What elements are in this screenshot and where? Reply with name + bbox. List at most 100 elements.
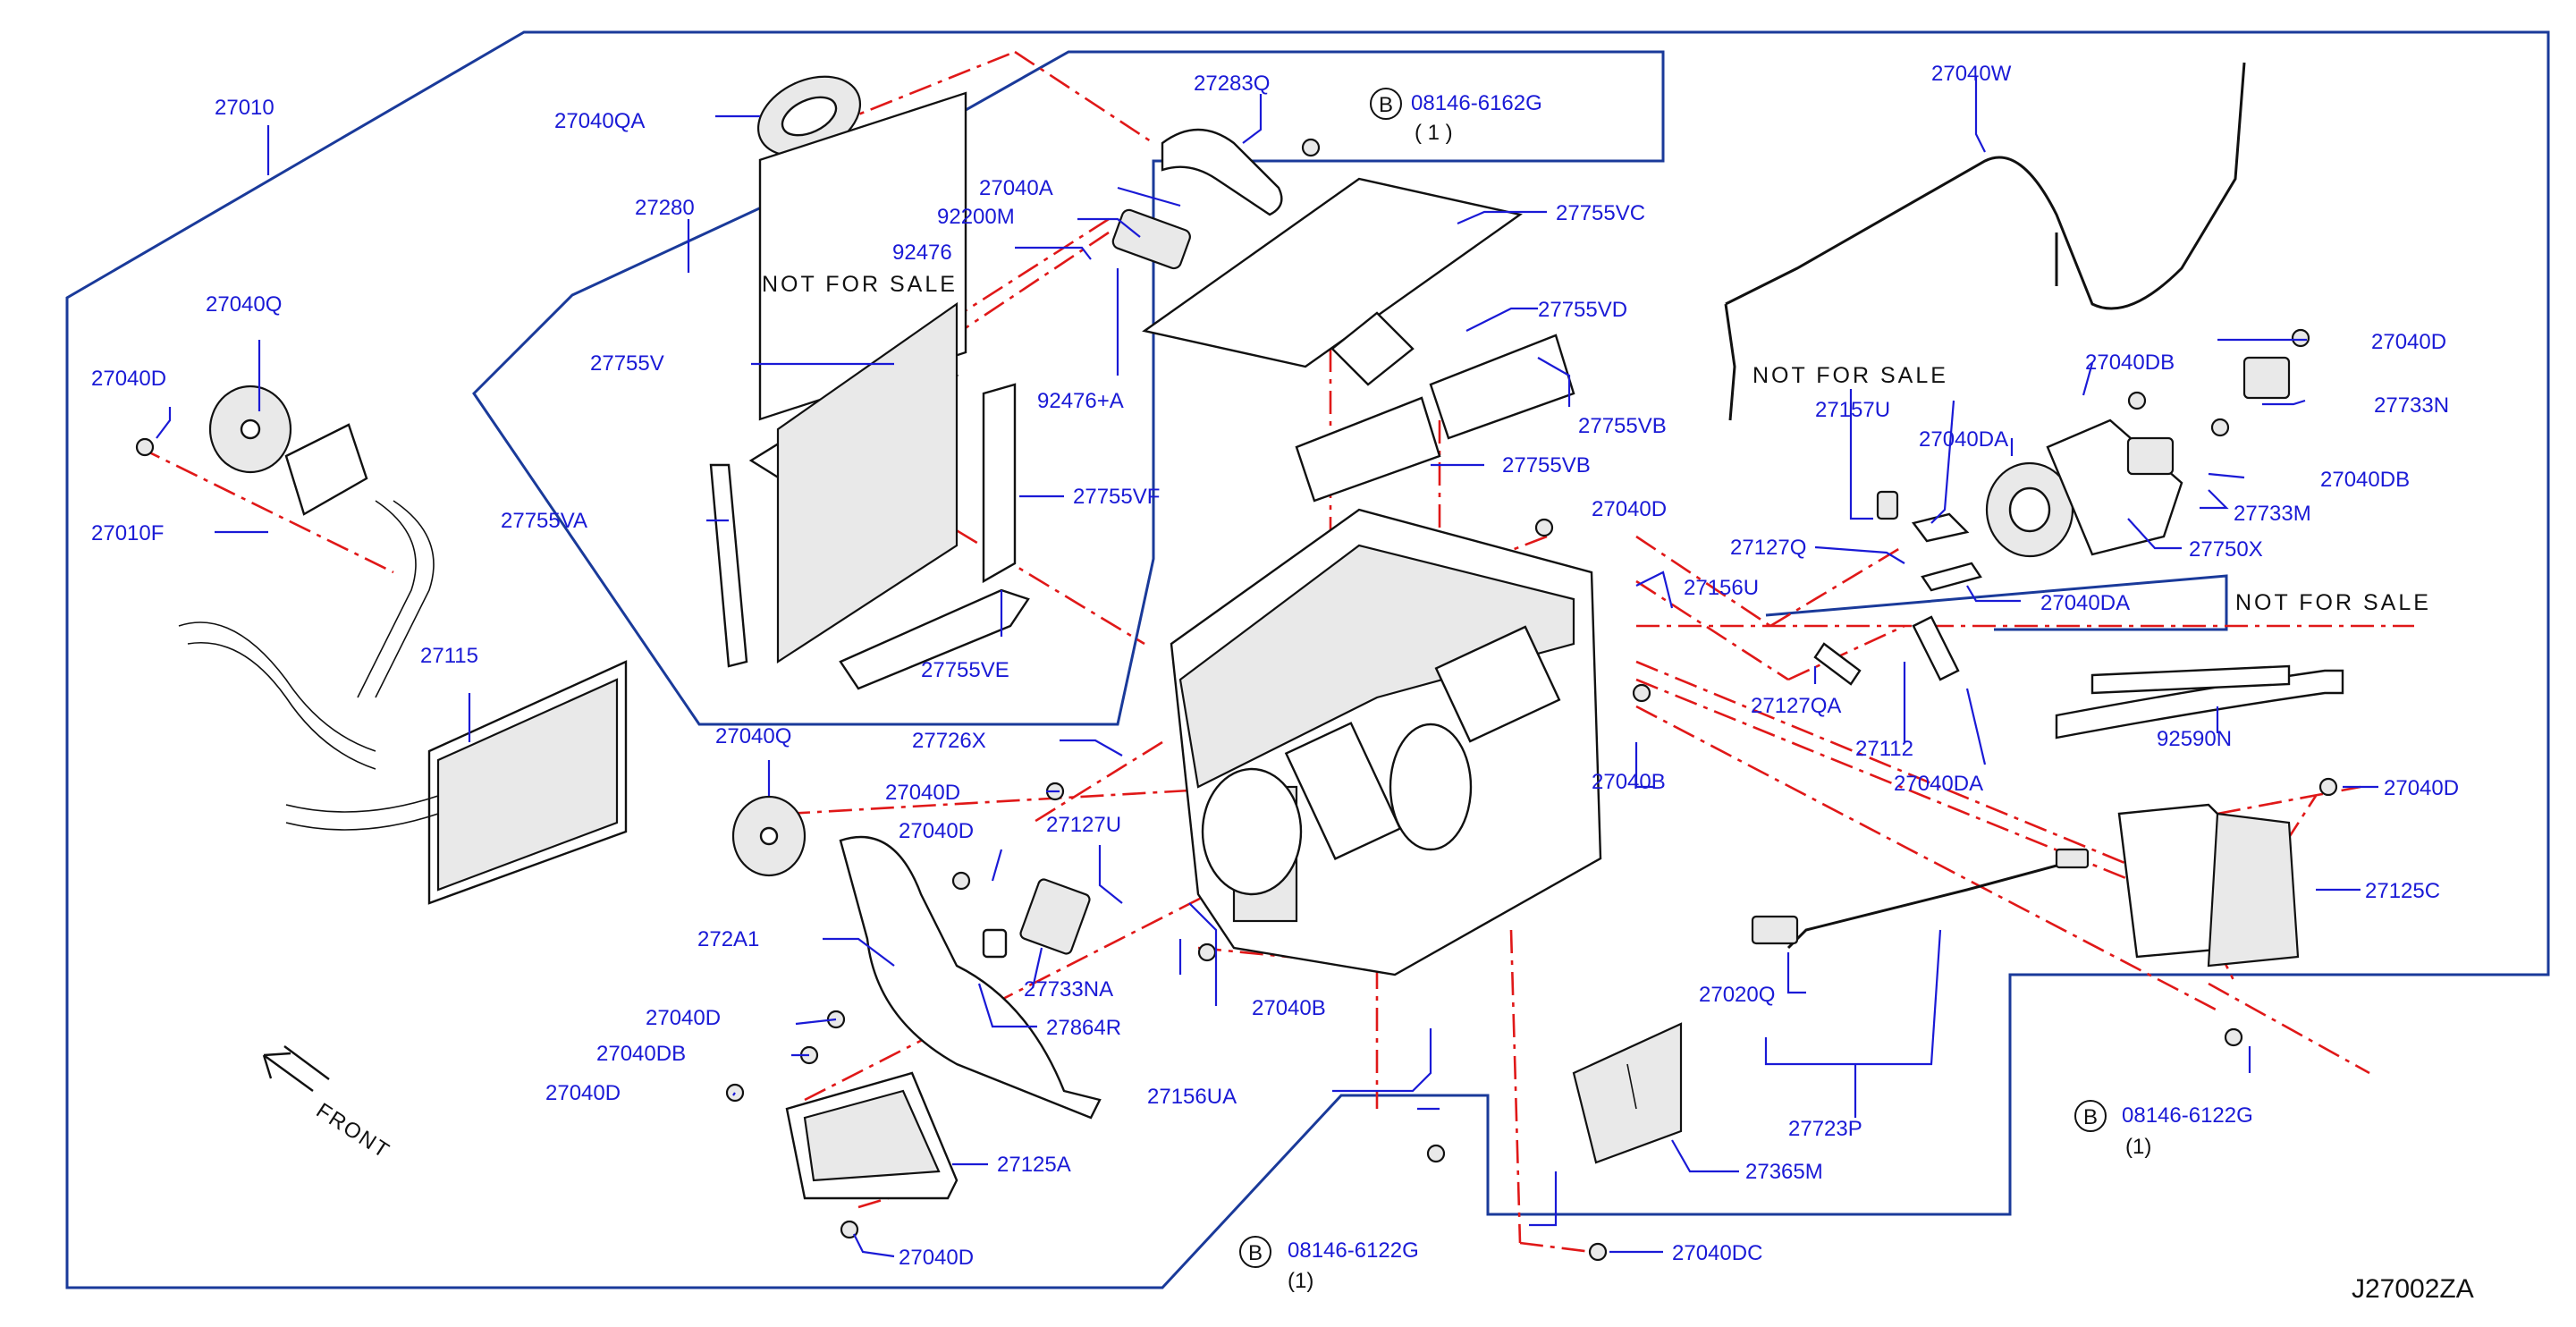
label-27020Q: 27020Q: [1699, 983, 1775, 1007]
label-27040DC: 27040DC: [1672, 1241, 1762, 1265]
evaporator-core-part: [709, 91, 1030, 690]
label-27040D-r1: 27040D: [2371, 330, 2446, 354]
front-direction-arrow: [262, 1045, 330, 1092]
label-bolt-08146-6122G-left: 08146-6122G: [1288, 1238, 1419, 1263]
label-27755VB-2: 27755VB: [1502, 453, 1591, 478]
label-92590N: 92590N: [2157, 727, 2232, 751]
hose-92590N-part: [2055, 664, 2344, 740]
part-labels: 27010 27040QA 27283Q B 08146-6162G ( 1 )…: [91, 62, 2474, 1304]
label-27864R: 27864R: [1046, 1016, 1121, 1040]
motor-27750X-part: [1985, 356, 2291, 558]
label-27755VF: 27755VF: [1073, 485, 1160, 509]
label-27040Q-mid: 27040Q: [715, 724, 791, 748]
label-27040A: 27040A: [979, 176, 1053, 200]
label-27040D-a: 27040D: [885, 781, 960, 805]
bolt-marker-b-1-letter: B: [1379, 93, 1393, 117]
label-27040D-e: 27040D: [899, 1246, 974, 1270]
label-27726X: 27726X: [912, 729, 986, 753]
grommet-27040Q-top-part: [208, 385, 368, 516]
label-27755VC: 27755VC: [1556, 201, 1645, 225]
sensor-harness-27020Q-part: [1751, 848, 2090, 950]
aspirator-27125A-part: [785, 1071, 959, 1200]
label-27040QA: 27040QA: [554, 109, 645, 133]
expansion-valve-part: [1111, 128, 1283, 270]
not-for-sale-mid: NOT FOR SALE: [1753, 363, 1948, 388]
label-27755VA: 27755VA: [501, 509, 587, 533]
not-for-sale-left: NOT FOR SALE: [762, 272, 958, 297]
label-27040D-r2: 27040D: [2384, 776, 2459, 800]
label-272A1: 272A1: [697, 927, 759, 951]
actuator-27733NA-part: [982, 878, 1091, 959]
label-27156U: 27156U: [1684, 576, 1759, 600]
label-27040D-d: 27040D: [545, 1081, 621, 1105]
screws-part: [135, 138, 2338, 1262]
label-27755VD: 27755VD: [1538, 298, 1627, 322]
air-filters-part: [1142, 177, 1575, 503]
label-27156UA: 27156UA: [1147, 1085, 1237, 1109]
label-27733M: 27733M: [2234, 502, 2311, 526]
label-27010: 27010: [215, 96, 274, 120]
not-for-sale-right: NOT FOR SALE: [2235, 590, 2431, 615]
label-27040DB-left: 27040DB: [596, 1042, 686, 1066]
label-27157U: 27157U: [1815, 398, 1890, 422]
label-27125A: 27125A: [997, 1153, 1071, 1177]
label-27750X: 27750X: [2189, 537, 2263, 562]
leader-lines: [156, 76, 2378, 1258]
label-27127QA: 27127QA: [1751, 694, 1841, 718]
aspirator-27125C-part: [2117, 803, 2300, 968]
label-27040B-mid: 27040B: [1592, 770, 1666, 794]
label-27125C: 27125C: [2365, 879, 2440, 903]
bolt-marker-b-2: [1239, 1236, 1271, 1268]
label-27283Q: 27283Q: [1194, 72, 1270, 96]
duct-272A1-part: [731, 795, 1102, 1120]
hvac-main-case-part: [1170, 508, 1602, 976]
bolt-marker-b-3-letter: B: [2083, 1105, 2098, 1129]
heater-core-part: [178, 500, 628, 905]
label-27733N: 27733N: [2374, 393, 2449, 418]
label-bolt-qty-1: ( 1 ): [1415, 121, 1453, 145]
label-27365M: 27365M: [1745, 1160, 1823, 1184]
evaporator-group-frame: [472, 50, 1665, 726]
door-links-part: [1813, 490, 1982, 686]
label-27115: 27115: [420, 644, 478, 668]
label-27733NA: 27733NA: [1024, 977, 1113, 1002]
label-27040DB-r1: 27040DB: [2085, 351, 2175, 375]
label-27040D-left: 27040D: [91, 367, 166, 391]
foam-pad-27365M-part: [1572, 1022, 1683, 1164]
diagram-code: J27002ZA: [2352, 1274, 2474, 1304]
label-27040D-c: 27040D: [646, 1006, 721, 1030]
main-boundary-frame: [65, 30, 2550, 1289]
label-27040D-center: 27040D: [1592, 497, 1667, 521]
bolt-marker-b-1: [1370, 88, 1402, 120]
label-27127Q: 27127Q: [1730, 536, 1806, 560]
label-bolt-08146-6162G: 08146-6162G: [1411, 91, 1542, 115]
label-27723P: 27723P: [1788, 1117, 1862, 1141]
label-27040W: 27040W: [1931, 62, 2012, 86]
label-27127U: 27127U: [1046, 813, 1121, 837]
bolt-marker-b-2-letter: B: [1248, 1241, 1263, 1265]
label-92476: 92476: [892, 241, 952, 265]
label-92200M: 92200M: [937, 205, 1015, 229]
label-27755V: 27755V: [590, 351, 664, 376]
label-27040DB-r2: 27040DB: [2320, 468, 2410, 492]
label-27040DA-1: 27040DA: [1919, 427, 2008, 452]
label-27040DA-3: 27040DA: [1894, 772, 1983, 796]
label-27755VE: 27755VE: [921, 658, 1009, 682]
label-27040B-low: 27040B: [1252, 996, 1326, 1020]
front-label: FRONT: [312, 1098, 394, 1163]
label-27040D-b: 27040D: [899, 819, 974, 843]
label-27112: 27112: [1855, 737, 1913, 761]
bolt-marker-b-3: [2074, 1100, 2107, 1132]
label-27755VB-1: 27755VB: [1578, 414, 1667, 438]
label-27040DA-2: 27040DA: [2040, 591, 2130, 615]
reference-lines: [138, 50, 2414, 1254]
label-bolt-08146-6122G-right: 08146-6122G: [2122, 1103, 2253, 1128]
grommet-27040QA-part: [756, 75, 862, 157]
label-bolt-qty-2: (1): [1288, 1269, 1313, 1293]
label-92476-A: 92476+A: [1037, 389, 1124, 413]
label-27010F: 27010F: [91, 521, 164, 545]
label-27040Q-top: 27040Q: [206, 292, 282, 317]
label-27280: 27280: [635, 196, 695, 220]
label-bolt-qty-3: (1): [2125, 1135, 2151, 1159]
